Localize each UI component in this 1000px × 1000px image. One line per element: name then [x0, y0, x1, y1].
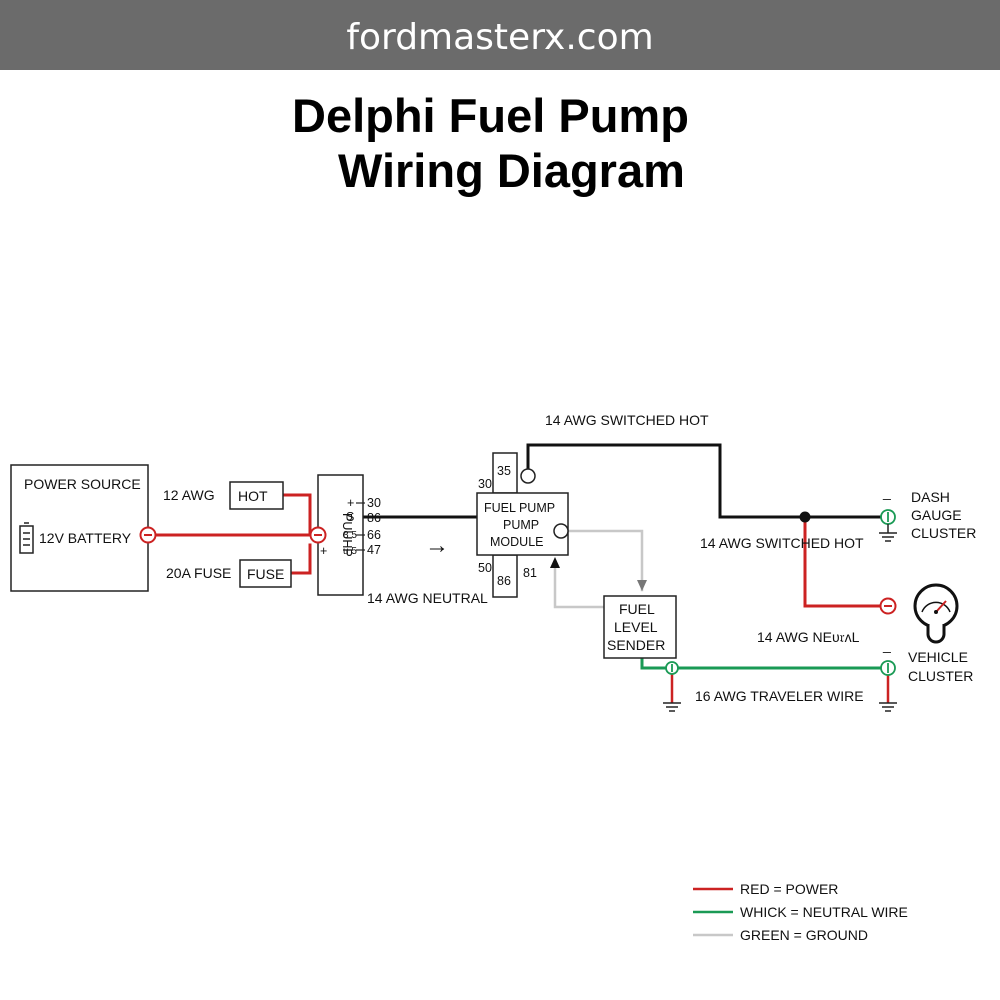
hot-to-relay-wire [281, 493, 312, 537]
module-pin-86: 86 [497, 574, 511, 588]
switched-hot-label-top: 14 AWG SWITCHED HOT [545, 412, 709, 428]
relay-s-mark: S [346, 510, 354, 524]
module-top-tab [492, 452, 518, 494]
dash-terminal [880, 509, 896, 525]
fuse-label: FUSE [247, 566, 284, 582]
hot-label: HOT [238, 488, 268, 504]
neutral-wire-label-right: 14 AWG NEᴜ𝔯ᴧL [757, 629, 860, 645]
relay-pin-86: 86 [367, 511, 381, 525]
wires [154, 443, 890, 704]
vehicle-label-line-1: VEHICLE [908, 649, 968, 665]
sender-label-line-3: SENDER [607, 637, 665, 653]
dash-label-line-2: GAUGE [911, 507, 962, 523]
legend-label-grey: GREEN = GROUND [740, 927, 868, 943]
module-pin-50: 50 [478, 561, 492, 575]
module-top-terminal [520, 468, 536, 484]
wire-gauge-12awg: 12 AWG [163, 487, 215, 503]
sender-label-line-2: LEVEL [614, 619, 658, 635]
module-arrowhead [550, 557, 560, 568]
module-switched-hot-wire [526, 443, 884, 519]
module-label-line-1: FUEL PUMP [484, 501, 555, 515]
traveler-wire-label: 16 AWG TRAVELER WIRE [695, 688, 864, 704]
sender-to-module-wire [553, 565, 606, 609]
site-name: fordmasterx.com [346, 17, 654, 58]
relay-plus-top: + [347, 496, 354, 510]
neutral-wire-label-left: 14 AWG NEUTRAL [367, 590, 488, 606]
legend-label-green: WHICK = NEUTRAL WIRE [740, 904, 908, 920]
fuse-rating-label: 20A FUSE [166, 565, 231, 581]
sender-arrowhead [637, 580, 647, 591]
module-bottom-tab [492, 554, 518, 598]
sender-ground-icon [663, 702, 681, 712]
fuse-to-relay-wire [289, 543, 312, 575]
dash-minus-mark: _ [882, 484, 891, 500]
vehicle-ground-icon [879, 702, 897, 712]
module-to-sender-wire [566, 529, 644, 592]
hot-box [229, 481, 284, 510]
relay-pin-47: 47 [367, 543, 381, 557]
power-source-label: POWER SOURCE [24, 476, 141, 492]
sender-terminal [665, 661, 679, 675]
relay-pin-66: 66 [367, 528, 381, 542]
vehicle-terminal [880, 660, 896, 676]
dash-label-line-3: CLUSTER [911, 525, 976, 541]
battery-terminal [139, 526, 157, 544]
diagram-title-line-2: Wiring Diagram [338, 144, 685, 197]
battery-icon [19, 522, 34, 554]
legend-label-red: RED = POWER [740, 881, 838, 897]
switched-hot-label-mid: 14 AWG SWITCHED HOT [700, 535, 864, 551]
relay-label: PUUHP [340, 513, 354, 557]
relay-terminal [309, 526, 327, 544]
module-label-line-2: PUMP [503, 518, 539, 532]
traveler-wire [640, 656, 886, 670]
power-source-box [10, 464, 149, 592]
junction-to-gauge-wire [803, 515, 884, 608]
vehicle-minus-mark: _ [882, 637, 891, 653]
legend: RED = POWER WHICK = NEUTRAL WIRE GREEN =… [693, 881, 908, 943]
module-right-terminal [553, 523, 569, 539]
dash-ground-icon [879, 524, 897, 542]
site-banner: fordmasterx.com [0, 0, 1000, 70]
module-label-line-3: MODULE [490, 535, 543, 549]
relay-pin-stubs [356, 502, 365, 551]
module-pin-35: 35 [497, 464, 511, 478]
flow-arrow: → [425, 532, 449, 559]
relay-plus-left: + [320, 544, 327, 558]
dash-label-line-1: DASH [911, 489, 950, 505]
fuel-level-sender-box [603, 595, 677, 659]
relay-mark-2: u 5 [343, 546, 357, 557]
diagram-title-line-1: Delphi Fuel Pump [292, 89, 689, 142]
wire-junction [799, 511, 811, 523]
relay-pin-30: 30 [367, 496, 381, 510]
vehicle-label-line-2: CLUSTER [908, 668, 973, 684]
fuel-gauge-icon [913, 583, 959, 644]
battery-label: 12V BATTERY [39, 530, 132, 546]
fuel-pump-module-box [476, 492, 569, 556]
sender-label-line-1: FUEL [619, 601, 655, 617]
module-pin-81: 81 [523, 566, 537, 580]
gauge-terminal [879, 597, 897, 615]
fuse-box [239, 559, 292, 588]
relay-mark-1: 8 5 [343, 530, 357, 541]
module-pin-30: 30 [478, 477, 492, 491]
